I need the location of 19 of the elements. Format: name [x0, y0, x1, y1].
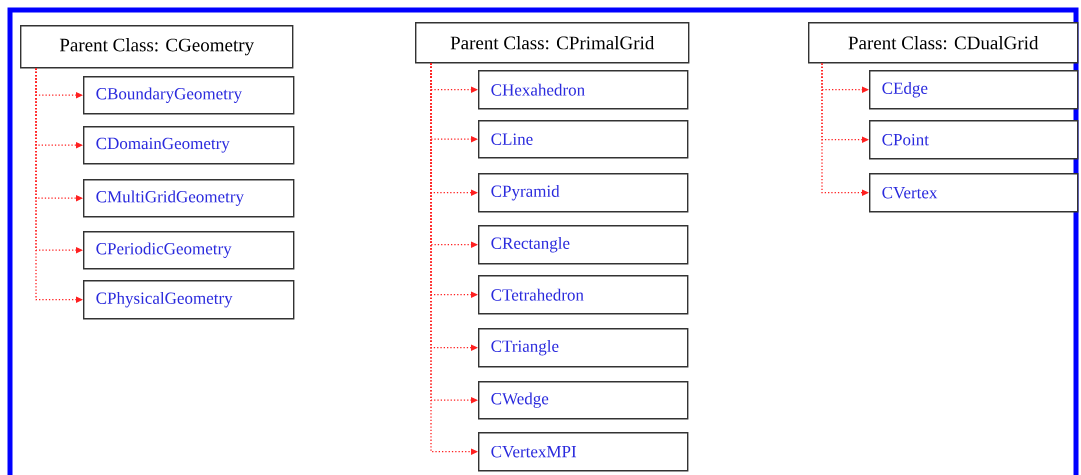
- parent-class-box: Parent Class: CDualGrid: [808, 22, 1079, 64]
- class-box: CBoundaryGeometry: [83, 76, 295, 115]
- class-box: CTriangle: [478, 328, 689, 368]
- class-box: CPeriodicGeometry: [83, 231, 295, 270]
- class-box: CPhysicalGeometry: [83, 280, 295, 320]
- class-box: CMultiGridGeometry: [83, 179, 295, 218]
- class-box: CTetrahedron: [478, 275, 689, 315]
- class-box: CVertexMPI: [478, 432, 689, 472]
- class-box: CWedge: [478, 381, 689, 420]
- class-box: CPoint: [869, 120, 1079, 160]
- class-box: CRectangle: [478, 225, 689, 265]
- class-box: CPyramid: [478, 173, 689, 213]
- class-box: CLine: [478, 120, 689, 159]
- class-box: CDomainGeometry: [83, 126, 295, 165]
- parent-class-box: Parent Class: CPrimalGrid: [415, 22, 690, 64]
- class-box: CHexahedron: [478, 70, 689, 110]
- class-box: CEdge: [869, 70, 1079, 110]
- class-box: CVertex: [869, 173, 1079, 213]
- parent-class-box: Parent Class: CGeometry: [20, 25, 294, 69]
